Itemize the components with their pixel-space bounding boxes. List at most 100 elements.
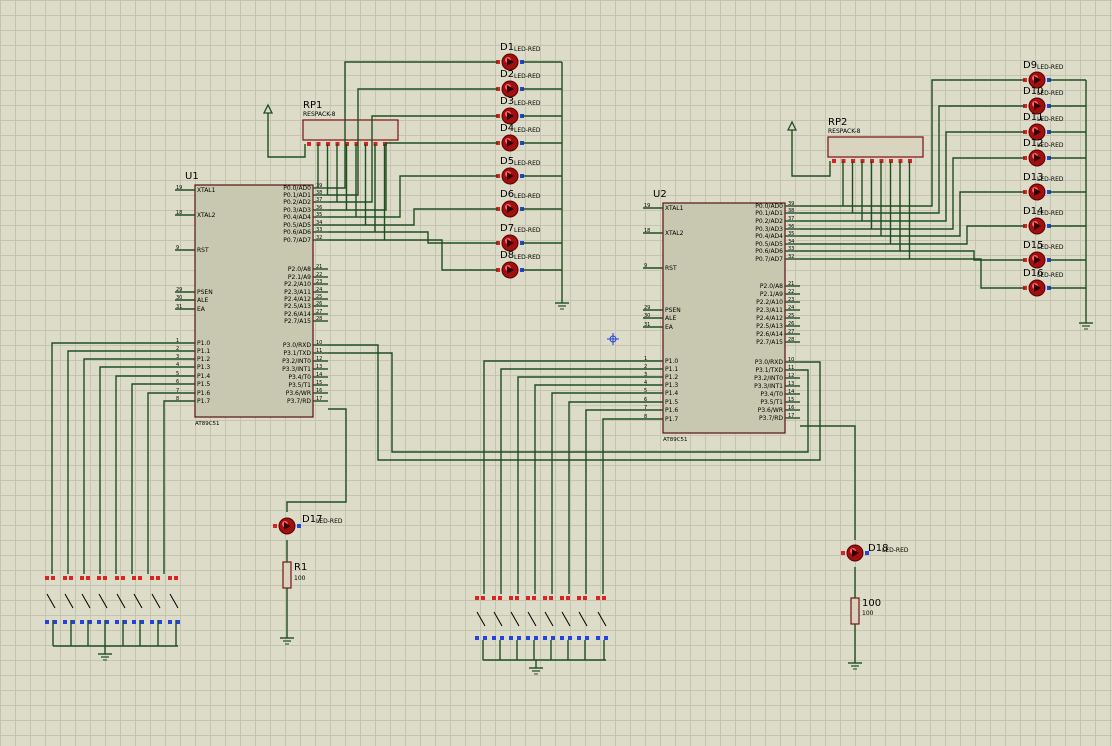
u2-pin-label: P0.7/AD7 (755, 256, 783, 263)
u1-chip-body[interactable] (194, 184, 314, 418)
u2-pin-number: 15 (788, 397, 794, 403)
led-symbol[interactable] (1028, 217, 1046, 235)
u2-pin-label: P3.3/INT1 (754, 383, 783, 390)
led-symbol[interactable] (846, 544, 864, 562)
switch-pin-bottom (517, 636, 521, 640)
led-reference: D2 (500, 69, 514, 80)
u1-pin-label: P1.2 (197, 356, 210, 363)
switch-pin-bottom (53, 620, 57, 624)
led-arrow (1034, 256, 1041, 264)
switch-lever[interactable] (46, 593, 56, 609)
rp1-common-wire (267, 133, 306, 158)
rp1-respack-body[interactable] (302, 119, 399, 141)
power-arrow (262, 103, 274, 114)
u1-pin-number: 5 (176, 371, 179, 377)
switch-lever[interactable] (544, 611, 554, 627)
u1-pin-label: P2.7/A15 (284, 318, 311, 325)
led-reference: D7 (500, 223, 514, 234)
u1-pin-number: 13 (316, 364, 322, 370)
led-symbol[interactable] (501, 167, 519, 185)
u2-pin-label: P0.2/AD2 (755, 218, 783, 225)
u1-pin-number: 1 (176, 338, 179, 344)
led-symbol[interactable] (1028, 97, 1046, 115)
switch-lever[interactable] (64, 593, 74, 609)
switch-pin-top (560, 596, 564, 600)
led-part-label: LED-RED (316, 518, 343, 525)
led-symbol[interactable] (278, 517, 296, 535)
led-arrow (507, 85, 514, 93)
switch-lever[interactable] (169, 593, 179, 609)
u1-pin-label: EA (197, 306, 206, 313)
led-reference: D11 (1023, 112, 1043, 123)
u2-pin-label: XTAL2 (665, 230, 684, 237)
led-symbol[interactable] (501, 107, 519, 125)
led-symbol[interactable] (1028, 123, 1046, 141)
u2-pin-number: 26 (788, 321, 794, 327)
switch-lever[interactable] (476, 611, 486, 627)
switch-lever[interactable] (510, 611, 520, 627)
u2-pin-label: P1.2 (665, 374, 678, 381)
switch-lever[interactable] (527, 611, 537, 627)
u2-chip-body[interactable] (662, 202, 786, 434)
r2-resistor[interactable] (850, 597, 860, 625)
led-cathode-pin (865, 551, 869, 555)
switch-pin-bottom (577, 636, 581, 640)
led-symbol[interactable] (501, 200, 519, 218)
u1-port0-wire (328, 239, 498, 271)
led-part-label: LED-RED (1037, 142, 1064, 149)
led-symbol[interactable] (1028, 279, 1046, 297)
u2-pin-label: P1.1 (665, 366, 678, 373)
led-symbol[interactable] (1028, 71, 1046, 89)
switch-pin-top (51, 576, 55, 580)
u2-part-label: AT89C51 (663, 437, 688, 443)
switch-lever[interactable] (81, 593, 91, 609)
led-symbol[interactable] (1028, 251, 1046, 269)
u1-pin-label: P0.3/AD3 (283, 207, 311, 214)
led-symbol[interactable] (1028, 149, 1046, 167)
switch-lever[interactable] (133, 593, 143, 609)
u2-port0-wire (800, 225, 1025, 245)
u2-pin-label: PSEN (665, 307, 681, 314)
led-symbol[interactable] (501, 80, 519, 98)
switch-pin-bottom (123, 620, 127, 624)
switch-pin-bottom (168, 620, 172, 624)
switch-lever[interactable] (561, 611, 571, 627)
switch-pin-bottom (176, 620, 180, 624)
switch-pin-bottom (492, 636, 496, 640)
r1-resistor[interactable] (282, 561, 292, 589)
switch-pin-bottom (97, 620, 101, 624)
u1-p37-wire (286, 408, 347, 512)
u1-port0-wire (328, 208, 498, 226)
switch-lever[interactable] (116, 593, 126, 609)
u2-pin-number: 10 (788, 357, 794, 363)
led-part-label: LED-RED (514, 193, 541, 200)
switch-pin-bottom (568, 636, 572, 640)
u2-pin-label: P3.5/T1 (760, 399, 783, 406)
switch-lever[interactable] (597, 611, 607, 627)
switch-pin-top (596, 596, 600, 600)
led-part-label: LED-RED (1037, 272, 1064, 279)
switch-lever[interactable] (151, 593, 161, 609)
rp2-respack-body[interactable] (827, 136, 924, 158)
u2-pin-label: P3.2/INT0 (754, 375, 783, 382)
switch-lever[interactable] (578, 611, 588, 627)
led-symbol[interactable] (501, 134, 519, 152)
power-arrow (786, 120, 798, 131)
respack-pin (832, 159, 836, 163)
led-symbol[interactable] (1028, 183, 1046, 201)
led-symbol[interactable] (501, 53, 519, 71)
led-reference: D5 (500, 156, 514, 167)
led-arrow (1034, 154, 1041, 162)
switch-lever[interactable] (493, 611, 503, 627)
u2-pin-number: 4 (644, 380, 647, 386)
switch-lever[interactable] (98, 593, 108, 609)
led-symbol[interactable] (501, 234, 519, 252)
led-symbol[interactable] (501, 261, 519, 279)
switch-pin-top (602, 596, 606, 600)
u2-p37-wire (800, 425, 856, 540)
u1-pin-number: 10 (316, 340, 322, 346)
u1-pin-number: 27 (316, 309, 322, 315)
u1-port0-wire (328, 231, 498, 244)
